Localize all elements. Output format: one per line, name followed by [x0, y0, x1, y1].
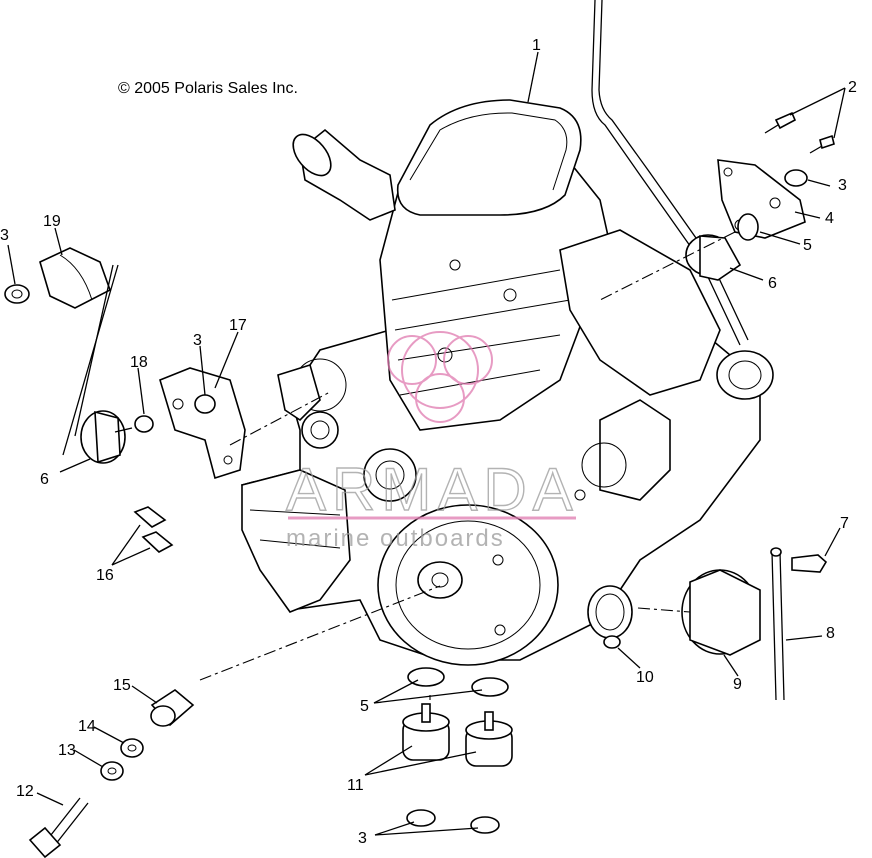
callout-4: 4 [825, 210, 834, 227]
callout-11: 11 [347, 777, 364, 794]
callout-9: 9 [733, 676, 742, 693]
right-rubber-mount [685, 234, 742, 281]
breather-tube [591, 0, 749, 346]
watermark-tagline: marine outboards [286, 525, 505, 552]
right-mount-bracket [717, 111, 835, 241]
callout-12: 12 [16, 783, 34, 800]
callout-19: 19 [43, 213, 61, 230]
callout-7: 7 [840, 515, 849, 532]
callout-15: 15 [113, 677, 131, 694]
clamp-10 [603, 635, 621, 649]
watermark: ARMADA marine outboards [285, 331, 579, 552]
callout-2: 2 [848, 79, 857, 96]
callout-1: 1 [532, 37, 541, 54]
heat-shield [39, 247, 111, 309]
callout-5-bottom: 5 [360, 698, 369, 715]
callout-13: 13 [58, 742, 76, 759]
callout-18: 18 [130, 354, 148, 371]
callout-6-left: 6 [40, 471, 49, 488]
washer-5a [407, 667, 445, 687]
callout-10: 10 [636, 669, 654, 686]
washer-5b [471, 677, 509, 697]
callout-3-right: 3 [838, 177, 847, 194]
callout-3-left: 3 [0, 227, 9, 244]
callout-3-bracket: 3 [193, 332, 202, 349]
strap-8 [770, 547, 785, 701]
bolt-16b [141, 531, 174, 553]
engine-assembly [241, 99, 774, 666]
callout-6-right: 6 [768, 275, 777, 292]
callout-17: 17 [229, 317, 247, 334]
washer-13 [100, 761, 124, 781]
bolt-7 [791, 554, 828, 573]
nut-upper-left [4, 284, 30, 304]
long-bolt-12 [28, 797, 89, 858]
bolt-16a [133, 506, 167, 528]
callout-16: 16 [96, 567, 114, 584]
left-mount-bracket [159, 367, 246, 480]
washer-18 [134, 415, 154, 433]
washer-14 [120, 738, 144, 758]
callout-8: 8 [826, 625, 835, 642]
bottom-mount-11a [402, 703, 450, 761]
watermark-brand: ARMADA [286, 456, 579, 523]
watermark-logo [387, 331, 493, 423]
leader-lines [7, 51, 846, 836]
callout-3-bottom: 3 [358, 830, 367, 847]
copyright-text: © 2005 Polaris Sales Inc. [118, 80, 298, 97]
callout-labels: 1 2 3 4 5 6 3 19 17 3 18 6 16 7 8 9 10 1… [0, 37, 857, 847]
bottom-mount-11b [465, 711, 513, 767]
callout-5-right: 5 [803, 237, 812, 254]
callout-14: 14 [78, 718, 96, 735]
left-rubber-mount [80, 410, 133, 464]
nut-3d-b [470, 816, 500, 834]
intake-coupler-9 [681, 569, 761, 656]
